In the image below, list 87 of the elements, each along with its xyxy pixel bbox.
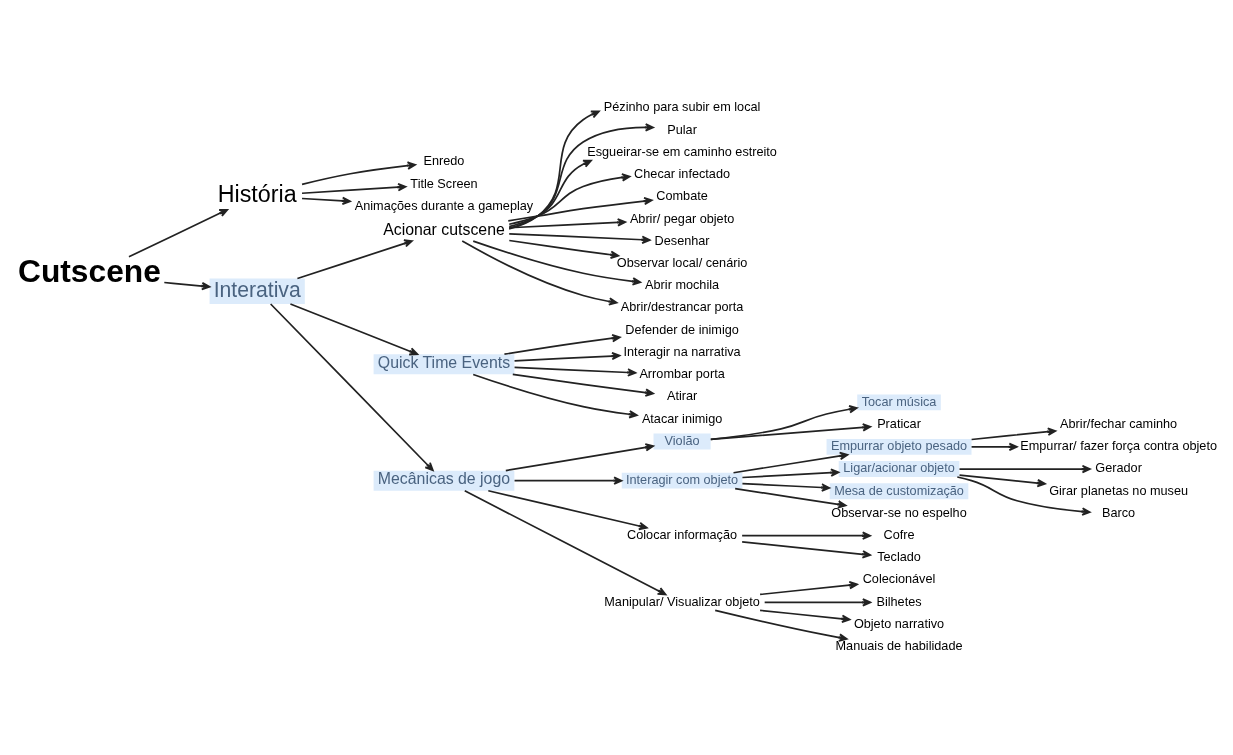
node-text: Title Screen	[409, 176, 478, 191]
node-box: Violão	[653, 433, 711, 450]
arrow	[970, 442, 1018, 451]
arrow	[300, 183, 407, 195]
arrow	[300, 161, 416, 186]
node-text: Cofre	[883, 527, 915, 542]
arrow	[958, 464, 1091, 474]
arrow	[471, 373, 638, 419]
arrow	[513, 351, 620, 362]
arrow	[741, 468, 839, 479]
node-text: Manuais de habilidade	[835, 639, 963, 654]
node-text: Arrombar porta	[638, 367, 725, 382]
arrow	[709, 423, 871, 441]
node-text: Girar planetas no museu	[1048, 483, 1188, 498]
node-text: Colecionável	[862, 572, 935, 587]
node-text: Enredo	[423, 154, 464, 169]
arrow	[508, 123, 654, 229]
arrow	[740, 540, 871, 559]
node-text: Pular	[666, 122, 697, 137]
node-text: Abrir/fechar caminho	[1059, 416, 1177, 431]
node-text: Defender de inimigo	[624, 322, 739, 337]
node-text: Abrir mochila	[644, 278, 719, 293]
arrow	[970, 427, 1056, 441]
node-box: Tocar música	[856, 394, 941, 411]
arrow	[958, 474, 1046, 488]
arrow	[289, 303, 418, 356]
node-text: Pézinho para subir em local	[603, 100, 760, 115]
node-text: Manipular/ Visualizar objeto	[603, 594, 760, 609]
node-box: Interativa	[209, 278, 305, 304]
arrow	[758, 609, 850, 623]
node-text: Checar infectado	[633, 167, 730, 182]
arrow	[758, 581, 858, 596]
node-box: Empurrar objeto pesado	[826, 438, 971, 455]
arrow	[486, 489, 648, 531]
node-text: Bilhetes	[875, 594, 922, 609]
arrow	[269, 303, 434, 472]
node-text: Barco	[1101, 505, 1135, 520]
arrow	[507, 232, 651, 244]
node-text: Animações durante a gameplay	[354, 198, 533, 213]
arrow	[513, 366, 636, 377]
arrow	[507, 173, 631, 226]
node-text: Atirar	[666, 389, 697, 404]
arrow	[511, 373, 654, 397]
node-text: Combate	[655, 189, 708, 204]
arrow	[471, 240, 641, 286]
arrow	[741, 482, 830, 492]
arrow	[296, 239, 413, 280]
node-text: Desenhar	[654, 233, 710, 248]
node-text: Teclado	[876, 550, 921, 565]
arrow	[127, 208, 228, 258]
arrow	[504, 443, 654, 472]
arrow	[463, 490, 666, 596]
node-text: Interagir na narrativa	[623, 344, 741, 359]
node-text: Cutscene	[17, 253, 161, 290]
arrow	[955, 476, 1091, 516]
node-box: Mesa de customização	[829, 483, 968, 500]
node-box: Ligar/acionar objeto	[838, 461, 959, 477]
node-text: Atacar inimigo	[641, 411, 722, 426]
arrow	[732, 451, 848, 474]
node-text: Praticar	[876, 416, 921, 431]
node-text: Acionar cutscene	[382, 220, 505, 238]
node-text: Observar local/ cenário	[616, 256, 747, 271]
node-text: Colocar informação	[626, 527, 737, 542]
node-text: Objeto narrativo	[853, 616, 944, 631]
arrow	[162, 281, 210, 291]
arrow	[503, 334, 621, 355]
node-box: Mecânicas de jogo	[373, 470, 514, 491]
arrow	[507, 239, 619, 259]
node-text: Empurrar/ fazer força contra objeto	[1019, 439, 1217, 454]
arrow	[507, 159, 592, 228]
arrow	[733, 487, 847, 509]
arrow	[507, 110, 600, 230]
node-text: Observar-se no espelho	[830, 505, 967, 520]
arrow	[300, 196, 351, 205]
node-text: História	[217, 180, 297, 207]
arrow	[506, 196, 653, 222]
node-text: Gerador	[1094, 461, 1142, 476]
arrow	[740, 531, 871, 540]
arrow	[763, 598, 871, 607]
node-text: Abrir/ pegar objeto	[629, 211, 734, 226]
arrow	[513, 476, 622, 485]
node-box: Interagir com objeto	[621, 472, 742, 489]
arrow	[507, 218, 626, 229]
arrow	[460, 240, 618, 306]
node-text: Esgueirar-se em caminho estreito	[586, 144, 777, 159]
node-box: Quick Time Events	[373, 354, 514, 375]
node-text: Abrir/destrancar porta	[620, 300, 743, 315]
